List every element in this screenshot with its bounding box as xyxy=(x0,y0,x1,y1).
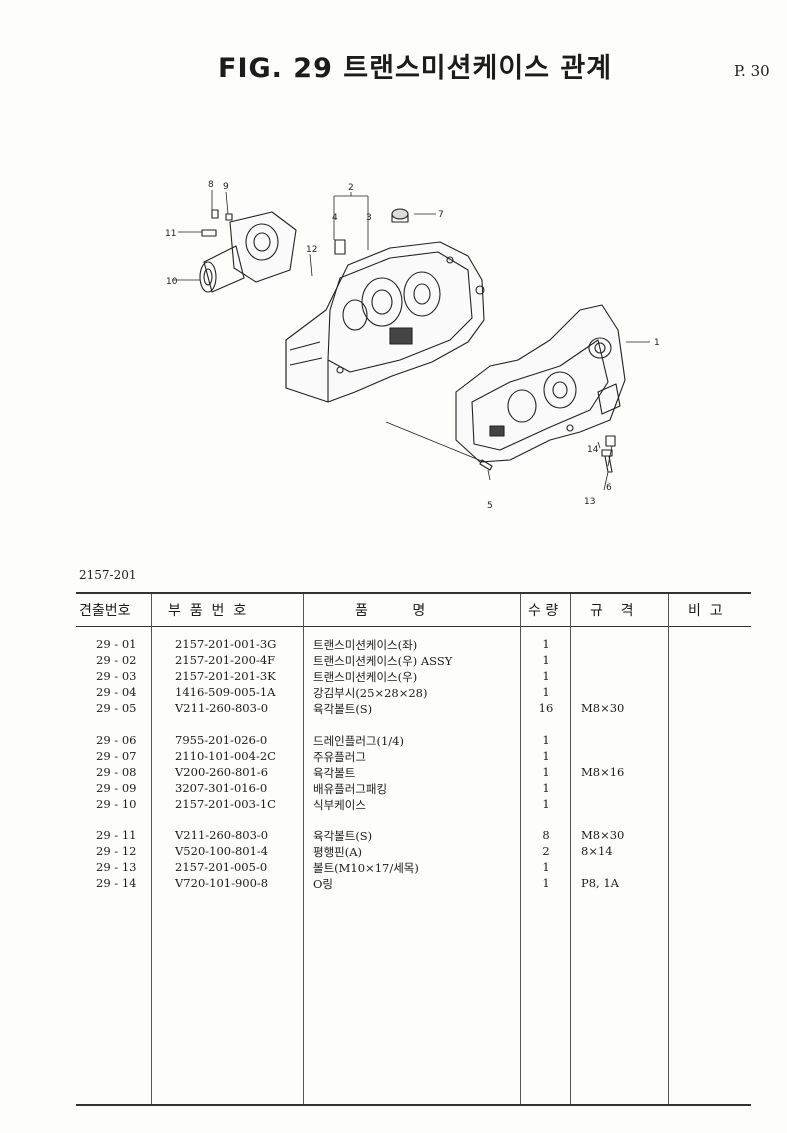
part-name: 강김부시(25×28×28) xyxy=(313,686,428,700)
part-name: 육각볼트(S) xyxy=(313,829,373,843)
callout-10: 10 xyxy=(166,277,178,287)
quantity: 1 xyxy=(542,765,550,779)
leader-lines xyxy=(172,190,650,491)
part-name: 평행핀(A) xyxy=(313,845,363,859)
callout-4: 4 xyxy=(332,213,338,223)
page-number: P. 30 xyxy=(734,62,770,80)
ref-no: 29 - 02 xyxy=(96,653,137,667)
plug-parts xyxy=(201,208,409,255)
part-name: 육각볼트(S) xyxy=(313,702,373,716)
part-name: 주유플러그 xyxy=(313,750,366,764)
ref-no: 29 - 14 xyxy=(96,876,137,890)
callout-1: 1 xyxy=(654,338,660,348)
spec: 8×14 xyxy=(581,844,613,858)
part-no: V720-101-900-8 xyxy=(175,876,269,890)
bolt-parts xyxy=(479,435,616,473)
callout-13: 13 xyxy=(584,497,595,507)
ref-no: 29 - 11 xyxy=(96,828,137,842)
quantity: 2 xyxy=(542,844,550,858)
part-name: 식부케이스 xyxy=(313,798,366,812)
part-name: 트랜스미션케이스(우) ASSY xyxy=(313,654,453,668)
quantity: 1 xyxy=(542,860,550,874)
spec: M8×30 xyxy=(581,828,625,842)
ref-no: 29 - 12 xyxy=(96,844,137,858)
part-no: 2157-201-003-1C xyxy=(175,797,276,811)
left-transmission-case xyxy=(285,241,485,403)
part-name: 육각볼트 xyxy=(313,766,356,780)
quantity: 1 xyxy=(542,749,550,763)
ref-no: 29 - 05 xyxy=(96,701,137,715)
part-no: 7955-201-026-0 xyxy=(175,733,268,747)
callout-14: 14 xyxy=(587,445,599,455)
spec: M8×16 xyxy=(581,765,625,779)
quantity: 1 xyxy=(542,733,550,747)
ref-no: 29 - 08 xyxy=(96,765,137,779)
ref-no: 29 - 07 xyxy=(96,749,137,763)
part-no: 2157-201-005-0 xyxy=(175,860,268,874)
header-ref-no: 견출번호 xyxy=(79,603,131,619)
callout-5: 5 xyxy=(487,501,493,511)
part-name: O링 xyxy=(313,877,334,891)
quantity: 1 xyxy=(542,685,550,699)
spec: M8×30 xyxy=(581,701,625,715)
quantity: 16 xyxy=(538,701,554,715)
part-name: 배유플러그패킹 xyxy=(313,782,388,796)
part-no: V211-260-803-0 xyxy=(175,828,269,842)
callout-12: 12 xyxy=(306,245,317,255)
ref-no: 29 - 01 xyxy=(96,637,137,651)
ref-no: 29 - 03 xyxy=(96,669,137,683)
quantity: 1 xyxy=(542,876,550,890)
exploded-parts-diagram: 8 9 11 10 12 2 4 3 7 1 5 14 6 13 xyxy=(165,180,660,511)
quantity: 1 xyxy=(542,653,550,667)
ref-no: 29 - 10 xyxy=(96,797,137,811)
part-name: 볼트(M10×17/세목) xyxy=(313,861,419,875)
part-no: 2110-101-004-2C xyxy=(175,749,276,763)
callout-8: 8 xyxy=(208,180,214,190)
part-no: V211-260-803-0 xyxy=(175,701,269,715)
right-transmission-case xyxy=(455,304,626,463)
spec: P8, 1A xyxy=(581,876,619,890)
header-spec: 규 격 xyxy=(590,603,634,619)
quantity: 1 xyxy=(542,637,550,651)
callout-6: 6 xyxy=(606,483,612,493)
part-no: 2157-201-001-3G xyxy=(175,637,277,651)
col-divider-3 xyxy=(520,594,521,1104)
callout-2: 2 xyxy=(348,183,354,193)
header-remarks: 비 고 xyxy=(688,603,723,619)
table-header-rule xyxy=(76,626,751,627)
part-no: 2157-201-201-3K xyxy=(175,669,276,683)
callout-9: 9 xyxy=(223,182,229,192)
part-name: 트랜스미션케이스(좌) xyxy=(313,638,418,652)
quantity: 8 xyxy=(542,828,550,842)
quantity: 1 xyxy=(542,781,550,795)
callout-11: 11 xyxy=(165,229,176,239)
header-part-no: 부 품 번 호 xyxy=(168,603,247,619)
part-no: 3207-301-016-0 xyxy=(175,781,268,795)
part-no: V520-100-801-4 xyxy=(175,844,269,858)
header-qty: 수 량 xyxy=(528,603,559,619)
col-divider-1 xyxy=(151,594,152,1104)
figure-title: FIG. 29 트랜스미션케이스 관계 xyxy=(218,53,613,84)
quantity: 1 xyxy=(542,797,550,811)
quantity: 1 xyxy=(542,669,550,683)
table-top-rule xyxy=(76,592,751,594)
ref-no: 29 - 09 xyxy=(96,781,137,795)
ref-no: 29 - 04 xyxy=(96,685,137,699)
callout-7: 7 xyxy=(438,210,444,220)
part-no: 2157-201-200-4F xyxy=(175,653,276,667)
part-no: V200-260-801-6 xyxy=(175,765,269,779)
col-divider-2 xyxy=(303,594,304,1104)
part-name: 드레인플러그(1/4) xyxy=(313,734,404,748)
col-divider-4 xyxy=(570,594,571,1104)
ref-no: 29 - 13 xyxy=(96,860,137,874)
callout-3: 3 xyxy=(366,213,372,223)
front-case-part xyxy=(199,211,297,293)
ref-no: 29 - 06 xyxy=(96,733,137,747)
table-bottom-rule xyxy=(76,1104,751,1106)
model-number: 2157-201 xyxy=(79,568,137,582)
part-no: 1416-509-005-1A xyxy=(175,685,276,699)
header-part-name: 품 명 xyxy=(355,603,426,619)
part-name: 트랜스미션케이스(우) xyxy=(313,670,418,684)
col-divider-5 xyxy=(668,594,669,1104)
